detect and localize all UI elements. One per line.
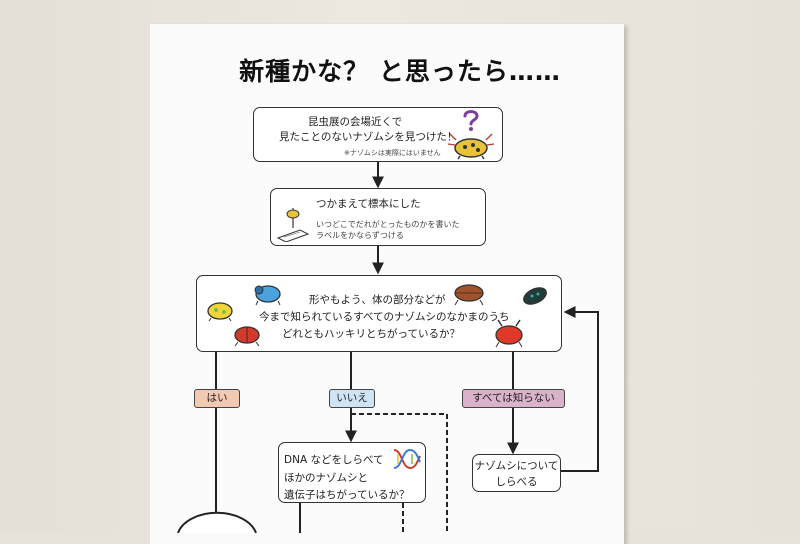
pin-label-icon <box>276 208 310 242</box>
step1-line1: 昆虫展の会場近くで <box>308 116 403 128</box>
research-line2: しらべる <box>495 476 538 488</box>
answer-no-tag: いいえ <box>329 389 375 408</box>
step1-note: ※ナゾムシは実際にはいません <box>344 149 441 157</box>
dna-icon <box>393 448 421 470</box>
step1-line2: 見たことのないナゾムシを見つけた！ <box>279 131 458 143</box>
page-title: 新種かな？ と思ったら…… <box>239 57 561 86</box>
step2-line2: ラベルをかならずつける <box>316 231 404 240</box>
step2-heading: つかまえて標本にした <box>316 198 421 210</box>
beetle-icon <box>447 133 495 160</box>
beetle-icon <box>207 302 233 322</box>
research-box <box>472 454 561 492</box>
dna-line3: 遺伝子はちがっているか？ <box>284 489 410 501</box>
step2-box <box>270 188 486 246</box>
dna-box <box>278 442 426 503</box>
step3-line2: 今まで知られているすべてのナゾムシのなかまのうち <box>259 311 510 323</box>
answer-yes-tag: はい <box>194 389 240 408</box>
answer-unknown-tag: すべては知らない <box>462 389 565 408</box>
dna-line1: DNA などをしらべて <box>284 454 384 466</box>
step2-line1: いつどこでだれがとったものかを書いた <box>316 220 460 229</box>
beetle-icon <box>234 326 260 347</box>
step3-line1: 形やもよう、体の部分などが <box>309 294 446 306</box>
beetle-icon <box>454 284 484 306</box>
dna-line2: ほかのナゾムシと <box>284 472 368 484</box>
research-line1: ナゾムシについて <box>474 460 559 472</box>
question-mark-icon <box>463 110 479 131</box>
step3-line3: どれともハッキリとちがっているか？ <box>282 328 460 340</box>
beetle-icon <box>254 285 281 306</box>
beetle-icon <box>523 287 547 305</box>
beetle-icon <box>495 319 523 348</box>
